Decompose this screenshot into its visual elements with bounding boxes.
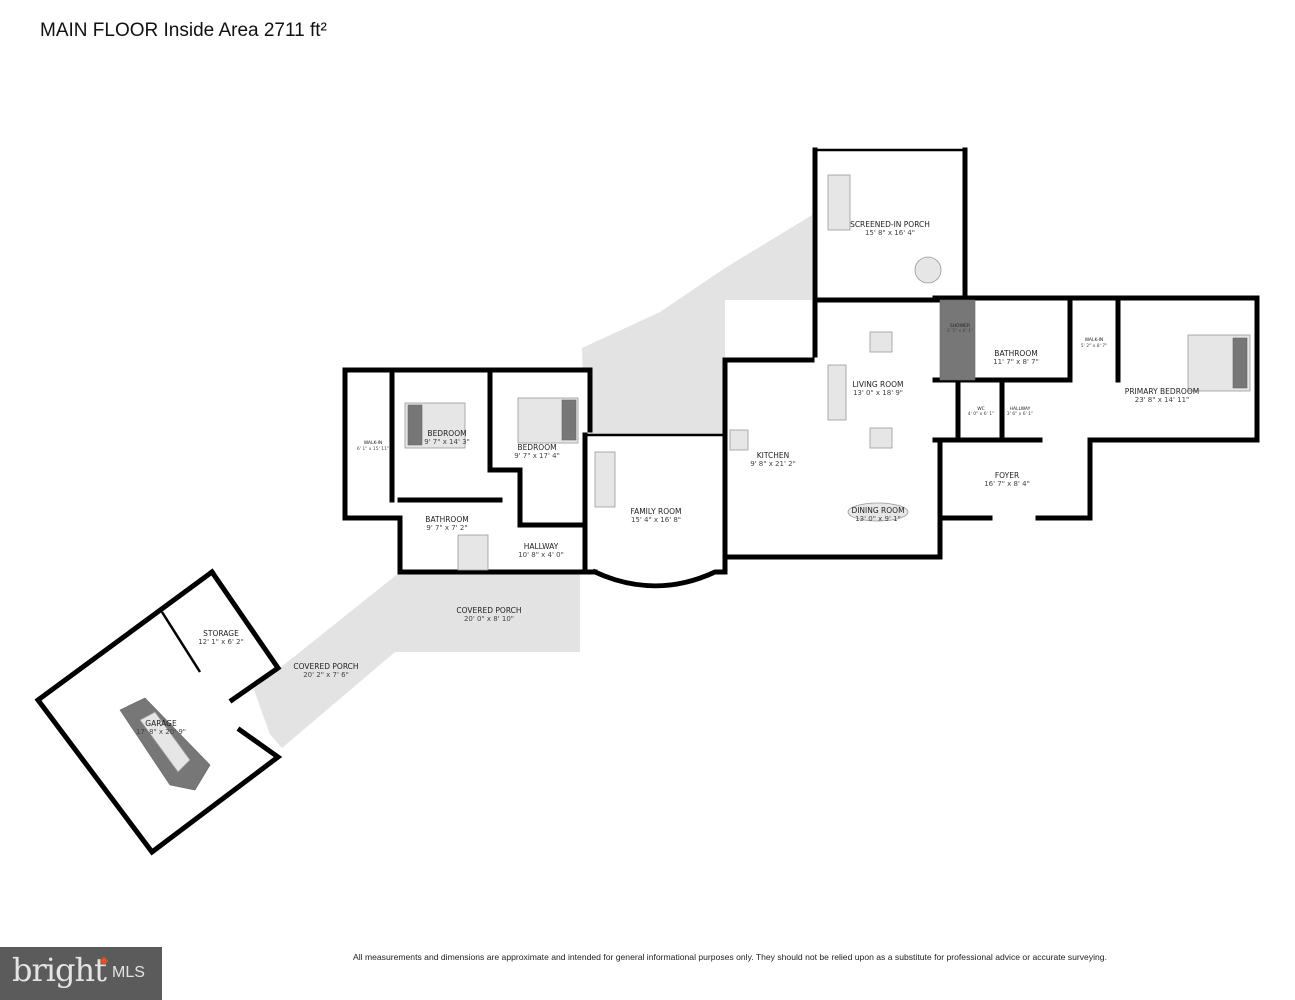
svg-text:6' 1" x 15' 11": 6' 1" x 15' 11" [357, 446, 389, 452]
svg-text:LIVING ROOM: LIVING ROOM [852, 380, 903, 389]
room-walk-in-1: WALK-IN6' 1" x 15' 11" [357, 440, 389, 452]
covered-porch-area [240, 572, 580, 748]
svg-text:9' 7" x 7' 2": 9' 7" x 7' 2" [426, 524, 467, 532]
svg-text:PRIMARY BEDROOM: PRIMARY BEDROOM [1125, 387, 1199, 396]
svg-text:9' 7" x 14' 3": 9' 7" x 14' 3" [424, 438, 470, 446]
svg-text:KITCHEN: KITCHEN [757, 451, 790, 460]
svg-text:20' 2" x 7' 6": 20' 2" x 7' 6" [303, 671, 349, 679]
svg-text:BATHROOM: BATHROOM [425, 515, 468, 524]
svg-text:15' 4" x 16' 8": 15' 4" x 16' 8" [631, 516, 681, 524]
svg-text:13' 0" x 9' 1": 13' 0" x 9' 1" [855, 515, 901, 523]
svg-text:WALK-IN: WALK-IN [1085, 337, 1104, 343]
svg-text:GARAGE: GARAGE [145, 719, 177, 728]
svg-text:HALLWAY: HALLWAY [524, 542, 559, 551]
svg-text:SCREENED-IN PORCH: SCREENED-IN PORCH [850, 220, 930, 229]
svg-text:3' 5" x 6' 1": 3' 5" x 6' 1" [947, 328, 973, 334]
floor-title: MAIN FLOOR Inside Area 2711 ft² [40, 20, 327, 41]
room-walk-in-2: WALK-IN5' 2" x 8' 7" [1081, 337, 1107, 349]
svg-text:FAMILY ROOM: FAMILY ROOM [630, 507, 681, 516]
svg-text:9' 8" x 21' 2": 9' 8" x 21' 2" [750, 460, 796, 468]
svg-text:10' 8" x 4' 0": 10' 8" x 4' 0" [518, 551, 564, 559]
svg-text:SHOWER: SHOWER [950, 323, 970, 329]
svg-text:9' 7" x 17' 4": 9' 7" x 17' 4" [514, 452, 560, 460]
svg-text:5' 2" x 8' 7": 5' 2" x 8' 7" [1081, 343, 1107, 349]
svg-text:BATHROOM: BATHROOM [994, 349, 1037, 358]
bright-mls-logo: bright MLS [0, 947, 162, 1000]
svg-text:17' 8" x 20' 9": 17' 8" x 20' 9" [136, 728, 186, 736]
svg-text:23' 8" x 14' 11": 23' 8" x 14' 11" [1135, 396, 1190, 404]
svg-text:COVERED PORCH: COVERED PORCH [456, 606, 521, 615]
outdoor-area [582, 215, 812, 435]
svg-text:BEDROOM: BEDROOM [427, 429, 466, 438]
svg-text:COVERED PORCH: COVERED PORCH [293, 662, 358, 671]
svg-text:STORAGE: STORAGE [203, 629, 239, 638]
svg-text:16' 7" x 8' 4": 16' 7" x 8' 4" [984, 480, 1030, 488]
svg-text:DINING ROOM: DINING ROOM [851, 506, 904, 515]
svg-text:FOYER: FOYER [995, 471, 1019, 480]
svg-text:15' 8" x 16' 4": 15' 8" x 16' 4" [865, 229, 915, 237]
svg-text:20' 0" x 8' 10": 20' 0" x 8' 10" [464, 615, 514, 623]
svg-text:12' 1" x 6' 2": 12' 1" x 6' 2" [198, 638, 244, 646]
furniture [404, 174, 1251, 571]
svg-text:11' 7" x 8' 7": 11' 7" x 8' 7" [993, 358, 1039, 366]
disclaimer: All measurements and dimensions are appr… [353, 952, 1107, 962]
garage-structure [34, 568, 283, 856]
svg-text:WC: WC [977, 406, 985, 412]
svg-text:3' 6" x 6' 1": 3' 6" x 6' 1" [1007, 411, 1033, 417]
svg-text:13' 0" x 18' 9": 13' 0" x 18' 9" [853, 389, 903, 397]
svg-text:WALK-IN: WALK-IN [364, 440, 383, 446]
svg-text:HALLWAY: HALLWAY [1010, 406, 1031, 412]
room-wc: WC4' 0" x 6' 1" [968, 406, 994, 417]
svg-text:4' 0" x 6' 1": 4' 0" x 6' 1" [968, 411, 994, 417]
svg-text:BEDROOM: BEDROOM [517, 443, 556, 452]
